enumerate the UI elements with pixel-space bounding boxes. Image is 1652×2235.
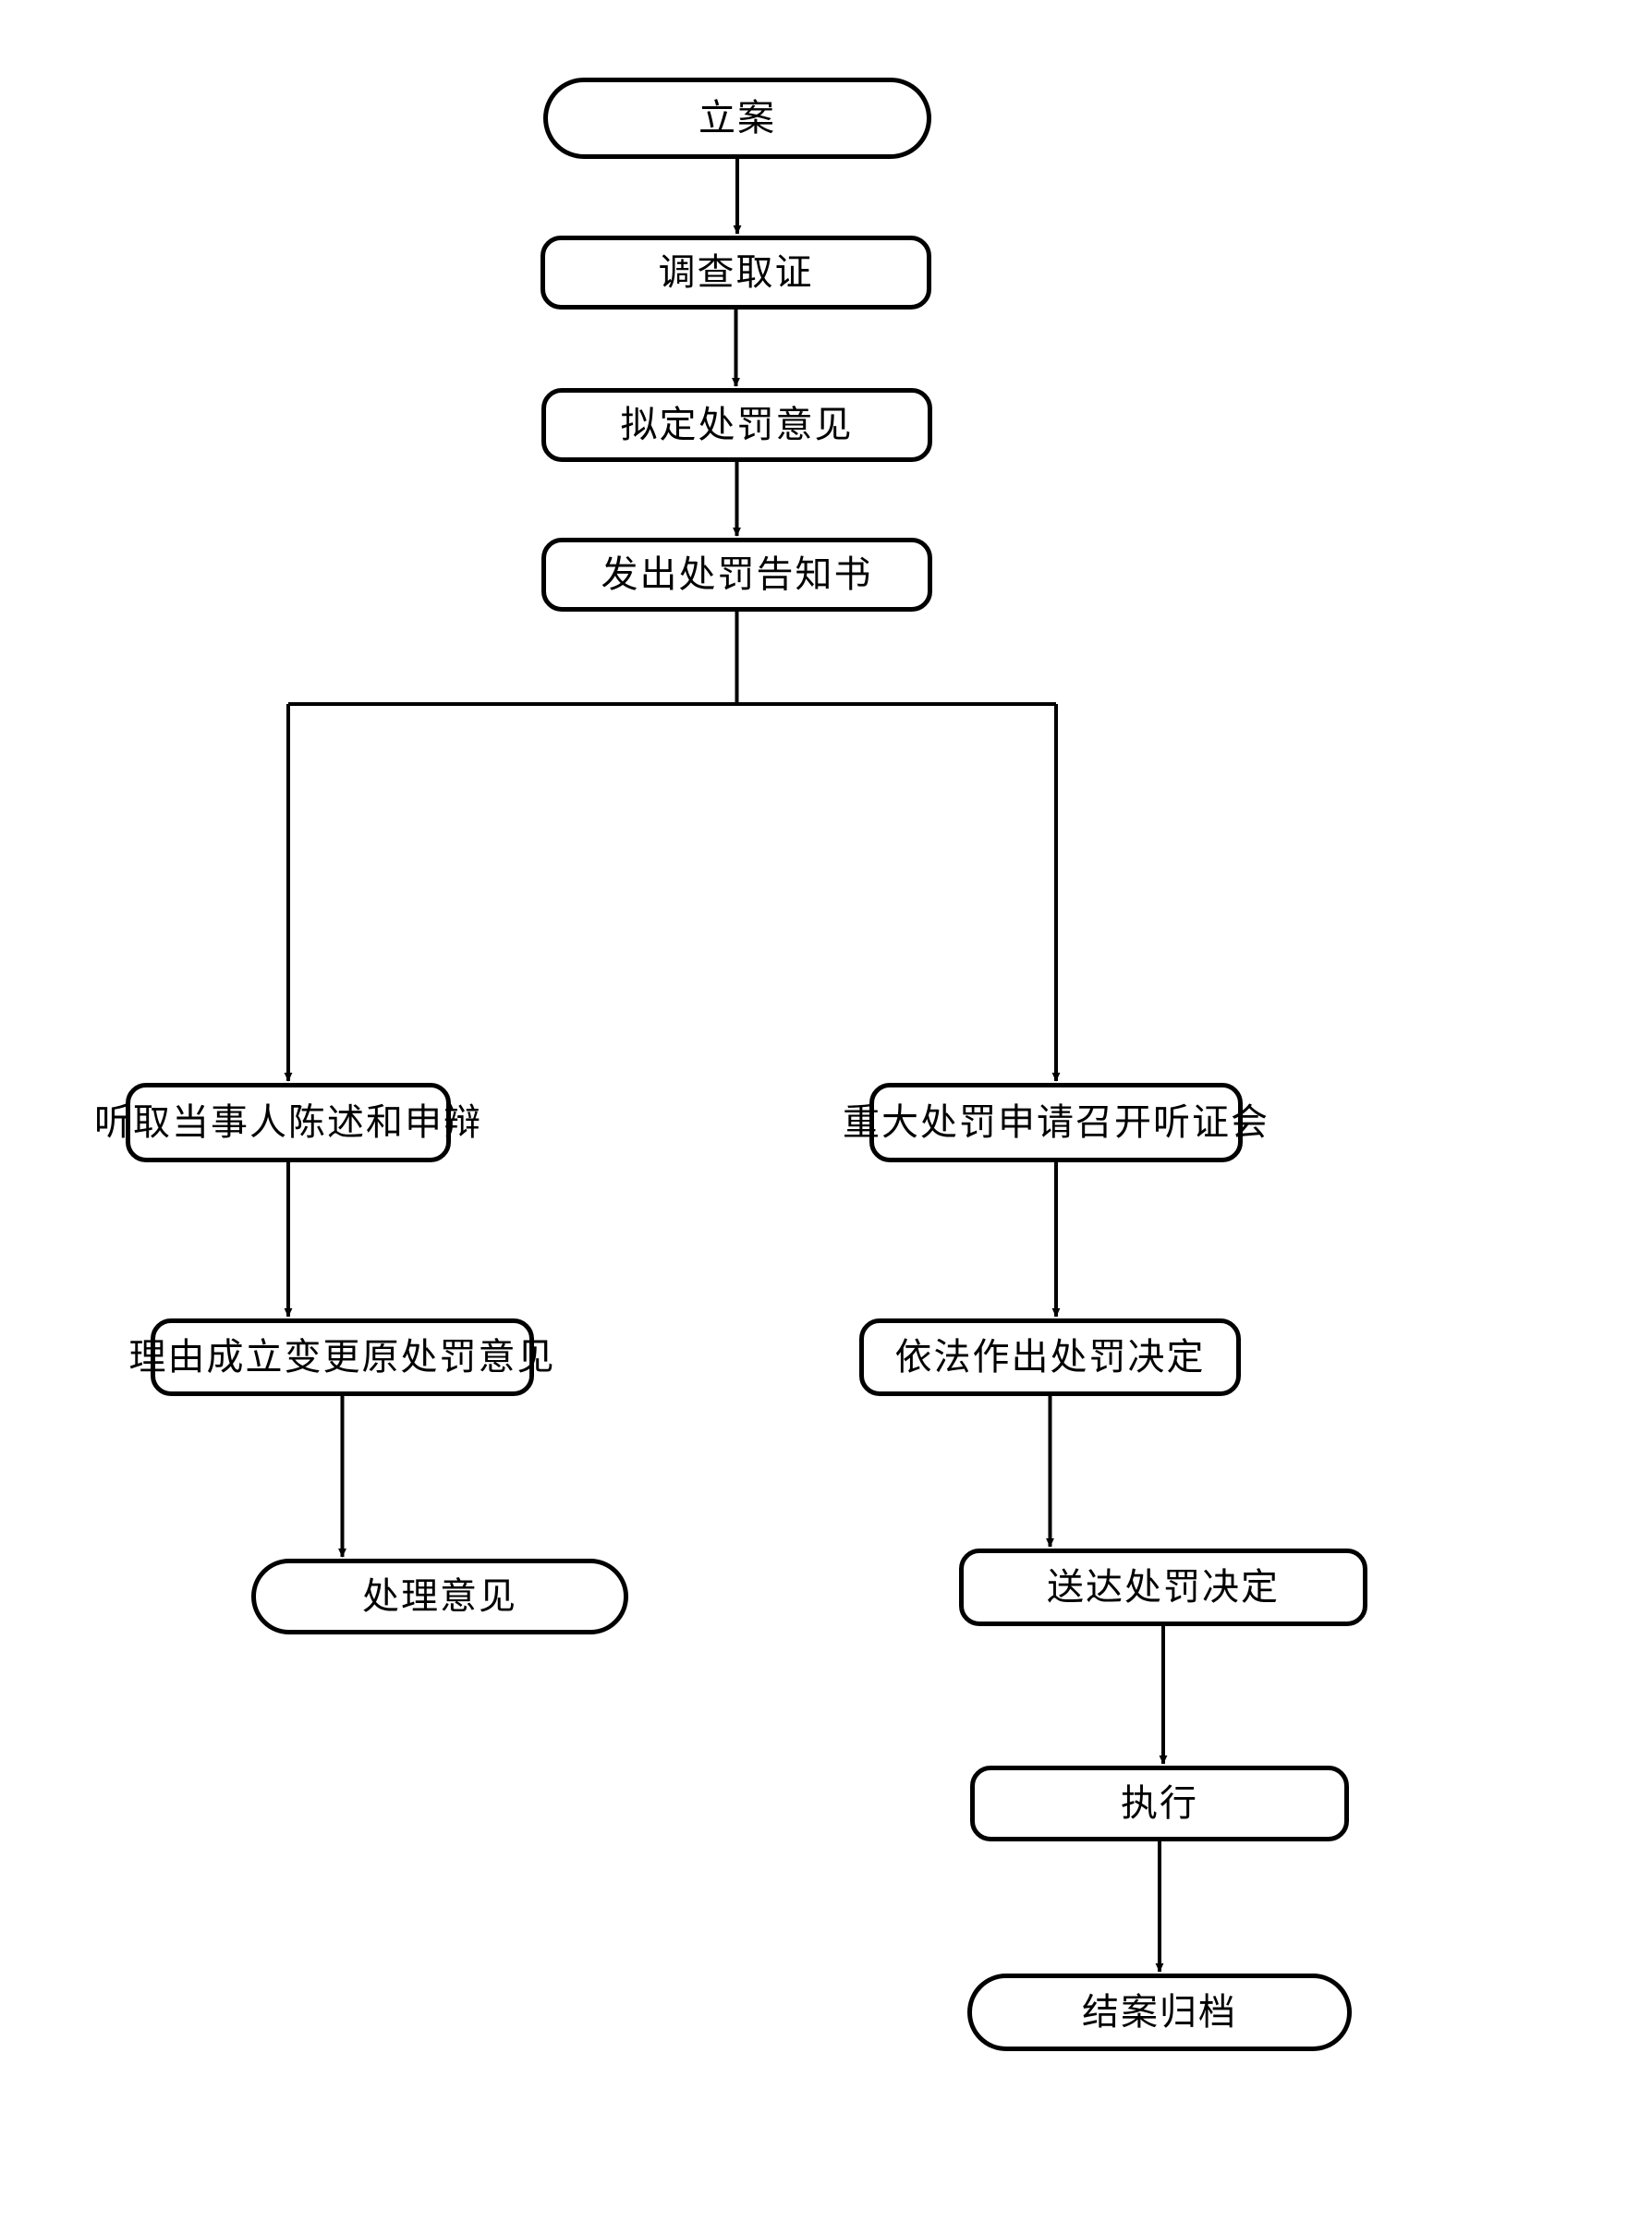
node-label: 重大处罚申请召开听证会 <box>843 1101 1269 1144</box>
node-investigation[interactable]: 调查取证 <box>541 236 931 310</box>
node-label: 执行 <box>1121 1782 1198 1825</box>
node-serve-penalty-decision[interactable]: 送达处罚决定 <box>959 1549 1367 1626</box>
node-hear-party-statement[interactable]: 听取当事人陈述和申辩 <box>94 1083 480 1162</box>
node-issue-penalty-notice[interactable]: 发出处罚告知书 <box>541 538 932 612</box>
node-label: 拟定处罚意见 <box>620 404 854 446</box>
node-request-hearing[interactable]: 重大处罚申请召开听证会 <box>843 1083 1268 1162</box>
node-label: 送达处罚决定 <box>1047 1566 1280 1609</box>
node-liàn-start[interactable]: 立案 <box>543 78 931 159</box>
node-label: 处理意见 <box>362 1575 517 1618</box>
node-draft-penalty-opinion[interactable]: 拟定处罚意见 <box>541 388 932 462</box>
node-make-penalty-decision[interactable]: 依法作出处罚决定 <box>859 1318 1241 1396</box>
node-handling-opinion-end[interactable]: 处理意见 <box>251 1559 628 1634</box>
node-close-and-archive-end[interactable]: 结案归档 <box>967 1974 1352 2051</box>
node-modify-original-opinion[interactable]: 理由成立变更原处罚意见 <box>129 1318 554 1396</box>
node-label: 调查取证 <box>658 251 814 294</box>
node-label: 依法作出处罚决定 <box>894 1336 1206 1379</box>
node-label: 发出处罚告知书 <box>601 553 873 596</box>
node-label: 听取当事人陈述和申辩 <box>94 1101 482 1144</box>
node-label: 结案归档 <box>1082 1991 1237 2034</box>
node-execute[interactable]: 执行 <box>970 1766 1349 1841</box>
node-label: 立案 <box>698 97 776 140</box>
node-label: 理由成立变更原处罚意见 <box>128 1336 556 1379</box>
